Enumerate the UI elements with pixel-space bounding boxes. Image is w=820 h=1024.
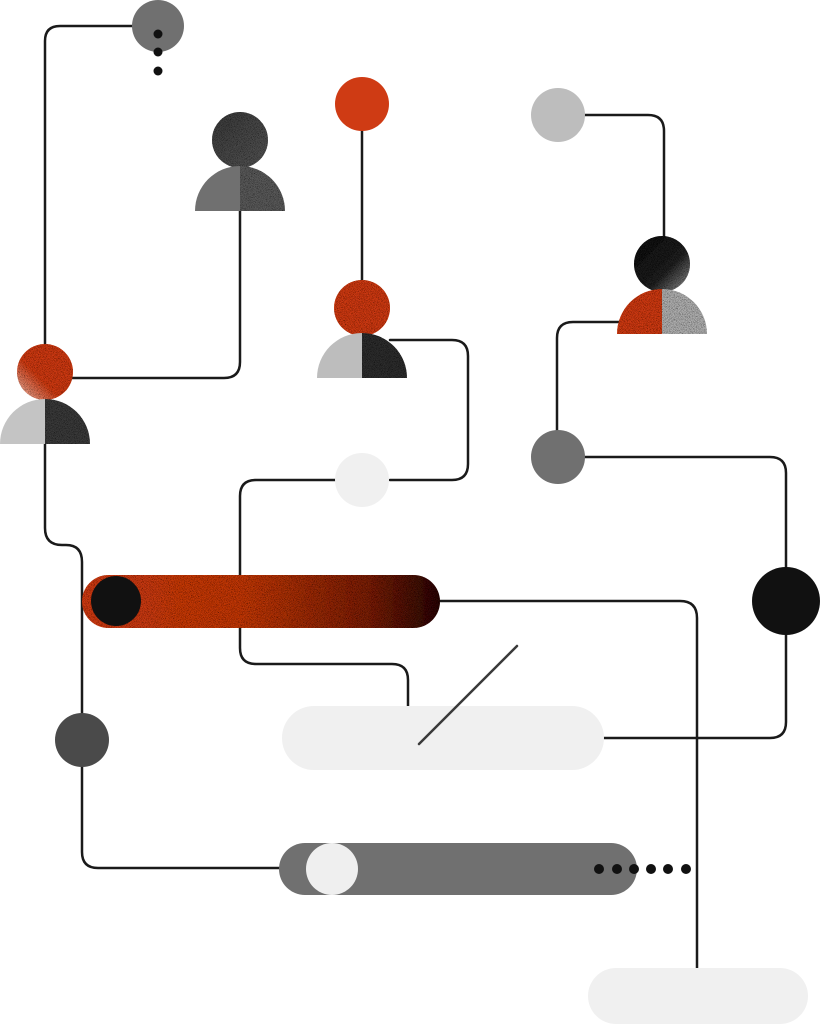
line-black-to-pale-bar: [602, 632, 788, 740]
dot-trail-horizontal: [594, 864, 691, 874]
line-top-left: [43, 24, 160, 347]
node-right-black: [752, 567, 820, 635]
line-top-right: [582, 113, 666, 240]
person-body-right: [240, 166, 285, 211]
node-top-left-gray: [132, 0, 184, 52]
line-right-person-down: [555, 320, 622, 434]
line-dark-person-to-left-person: [70, 208, 242, 380]
person-top-dark: [195, 112, 285, 211]
connector-lines: [43, 24, 788, 970]
line-right-gray-to-black: [582, 455, 788, 572]
person-body-right: [362, 333, 407, 378]
person-body-left: [617, 289, 662, 334]
line-left-spine: [43, 440, 284, 870]
person-body-left: [0, 399, 45, 444]
line-orange-bar-to-bottom: [436, 599, 699, 970]
person-head: [212, 112, 268, 168]
bar-orange-knob: [91, 576, 141, 626]
node-top-orange: [335, 77, 389, 131]
person-body-left: [317, 333, 362, 378]
line-pale-node-loop: [238, 478, 410, 708]
node-right-gray: [531, 430, 585, 484]
person-head: [17, 344, 73, 400]
bar-pale-bottom: [588, 968, 808, 1024]
person-left-orange: [0, 344, 90, 444]
slash-mark: [417, 644, 519, 746]
bar-gray: [279, 843, 637, 895]
person-right-black: [617, 236, 707, 334]
node-pale-center: [335, 453, 389, 507]
node-left-dark: [55, 713, 109, 767]
dot-trail-vertical: [153, 29, 163, 76]
line-center-person-right: [388, 338, 470, 482]
person-body-right: [45, 399, 90, 444]
bar-orange-gradient: [82, 575, 440, 628]
person-body-left: [195, 166, 240, 211]
node-top-right-light: [531, 88, 585, 142]
person-head: [634, 236, 690, 292]
bar-pale-wide: [282, 644, 604, 770]
person-center-orange: [317, 280, 407, 378]
person-head: [334, 280, 390, 336]
person-body-right: [662, 289, 707, 334]
bar-gray-knob: [306, 843, 358, 895]
